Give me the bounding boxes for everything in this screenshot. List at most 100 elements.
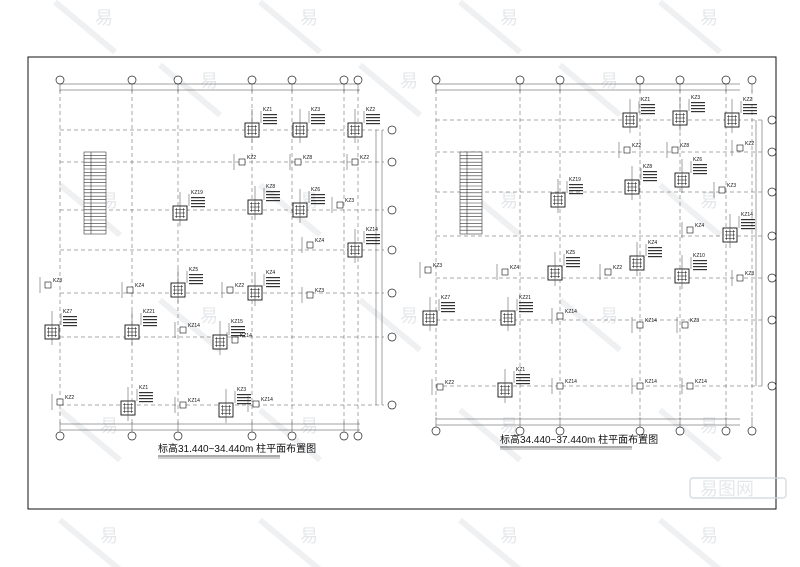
- column-spec-line: [139, 398, 153, 400]
- watermark-glyph: 易: [500, 526, 518, 547]
- column-label: KZ3: [691, 95, 700, 101]
- column-spec-line: [237, 403, 251, 405]
- column-spec-line: [741, 219, 755, 221]
- column-spec-line: [743, 107, 757, 109]
- column-spec-line: [691, 102, 705, 104]
- axis-bubble-bottom: [635, 426, 645, 436]
- axis-bubble-top: [127, 75, 137, 85]
- column-tag-label: KZ4: [695, 223, 704, 229]
- axis-bubble-top: [173, 75, 183, 85]
- column-label: KZ8: [643, 164, 652, 170]
- column-spec-line: [63, 325, 77, 327]
- axis-bubble-top: [247, 75, 257, 85]
- column-spec-line: [311, 194, 325, 196]
- minor-column: [336, 201, 344, 209]
- minor-column: [636, 321, 644, 329]
- minor-column: [252, 400, 260, 408]
- watermark-glyph: 易: [200, 71, 218, 92]
- column-tag-label: KZ3: [315, 288, 324, 294]
- column-spec-line: [366, 234, 380, 236]
- column-spec-line: [311, 200, 325, 202]
- watermark-stripe: [458, 0, 522, 55]
- column-label: KZ1: [263, 107, 272, 113]
- watermark-stripe: [558, 297, 622, 353]
- axis-bubble-right: [767, 187, 777, 197]
- column-spec-line: [189, 274, 203, 276]
- column-spec-line: [648, 253, 662, 255]
- axis-bubble-top: [515, 75, 525, 85]
- column-tag-label: KZ3: [690, 318, 699, 324]
- column-spec-line: [263, 117, 277, 119]
- column-spec-line: [641, 113, 655, 115]
- minor-column: [306, 291, 314, 299]
- column-tag-label: KZ8: [303, 155, 312, 161]
- column-spec-line: [263, 120, 277, 122]
- column-spec-line: [266, 286, 280, 288]
- axis-bubble-top: [287, 75, 297, 85]
- axis-bubble-bottom: [675, 426, 685, 436]
- column-spec-line: [189, 277, 203, 279]
- column-spec-line: [63, 316, 77, 318]
- column-label: KZ6: [693, 157, 702, 163]
- column-spec-line: [231, 335, 245, 337]
- column-spec-line: [643, 171, 657, 173]
- column-tag-label: KZ14: [565, 379, 577, 385]
- axis-bubble-right: [767, 115, 777, 125]
- column-spec-line: [643, 177, 657, 179]
- column-tag-label: KZ4: [510, 265, 519, 271]
- column-spec-line: [441, 311, 455, 313]
- watermark-layer: 易易易易易易易易易易易易易易易易易易易易易易: [53, 0, 722, 567]
- column-label: KZ6: [311, 187, 320, 193]
- column-spec-line: [643, 180, 657, 182]
- axis-bubble-bottom: [127, 431, 137, 441]
- watermark-glyph: 易: [700, 8, 718, 29]
- axis-bubble-bottom: [339, 431, 349, 441]
- axis-bubble-top: [675, 75, 685, 85]
- column-tag-label: KZ14: [261, 397, 273, 403]
- watermark-glyph: 易: [100, 416, 118, 437]
- column-spec-line: [693, 164, 707, 166]
- column-spec-line: [641, 107, 655, 109]
- column-spec-line: [566, 260, 580, 262]
- axis-bubble-top: [747, 75, 757, 85]
- column-spec-line: [366, 237, 380, 239]
- minor-column: [604, 268, 612, 276]
- watermark-glyph: 易: [200, 306, 218, 327]
- column-label: KZ3: [311, 107, 320, 113]
- watermark-stripe: [258, 517, 322, 567]
- column-tag-label: KZ2: [65, 395, 74, 401]
- column-spec-line: [311, 197, 325, 199]
- column-label: KZ5: [566, 250, 575, 256]
- column-spec-line: [691, 108, 705, 110]
- column-spec-line: [693, 269, 707, 271]
- column-tag-label: KZ2: [360, 155, 369, 161]
- minor-column: [424, 266, 432, 274]
- column-spec-line: [191, 200, 205, 202]
- axis-bubble-right: [767, 147, 777, 157]
- column-tag-label: KZ2: [613, 265, 622, 271]
- column-label: KZ4: [266, 270, 275, 276]
- axis-bubble-right: [387, 125, 397, 135]
- watermark-glyph: 易: [300, 8, 318, 29]
- column-spec-line: [691, 105, 705, 107]
- minor-column: [718, 186, 726, 194]
- column-tag-label: KZ2: [235, 283, 244, 289]
- column-spec-line: [441, 308, 455, 310]
- minor-column: [623, 146, 631, 154]
- axis-bubble-right: [387, 205, 397, 215]
- minor-column: [501, 268, 509, 276]
- column-label: KZ3: [237, 387, 246, 393]
- minor-column: [56, 398, 64, 406]
- column-tag-label: KZ3: [727, 183, 736, 189]
- column-label: KZ1: [139, 385, 148, 391]
- column-spec-line: [641, 104, 655, 106]
- column-tag-label: KZ8: [680, 143, 689, 149]
- left-plan-title: 标高31.440~34.440m 柱平面布置图: [158, 442, 316, 455]
- axis-bubble-right: [767, 381, 777, 391]
- watermark-stripe: [358, 297, 422, 353]
- axis-bubble-right: [387, 400, 397, 410]
- axis-bubble-bottom: [515, 426, 525, 436]
- watermark-glyph: 易: [600, 71, 618, 92]
- column-spec-line: [189, 280, 203, 282]
